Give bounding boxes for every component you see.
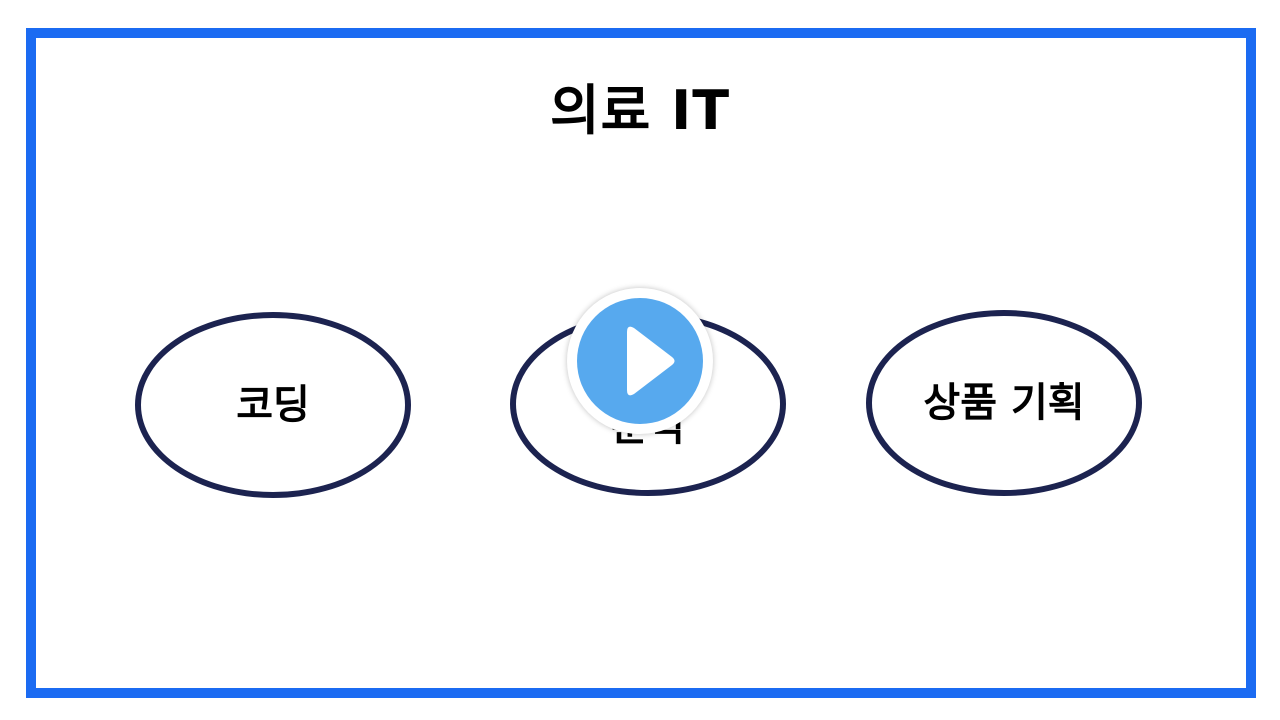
topic-label: 상품 기획	[923, 380, 1085, 426]
topic-bubble-coding: 코딩	[135, 312, 411, 498]
play-icon	[627, 326, 675, 396]
slide-title: 의료 IT	[549, 79, 731, 142]
play-button-fill	[577, 298, 703, 424]
topic-bubble-product-planning: 상품 기획	[866, 310, 1142, 496]
play-button[interactable]	[567, 288, 713, 434]
topic-label: 코딩	[236, 382, 310, 428]
